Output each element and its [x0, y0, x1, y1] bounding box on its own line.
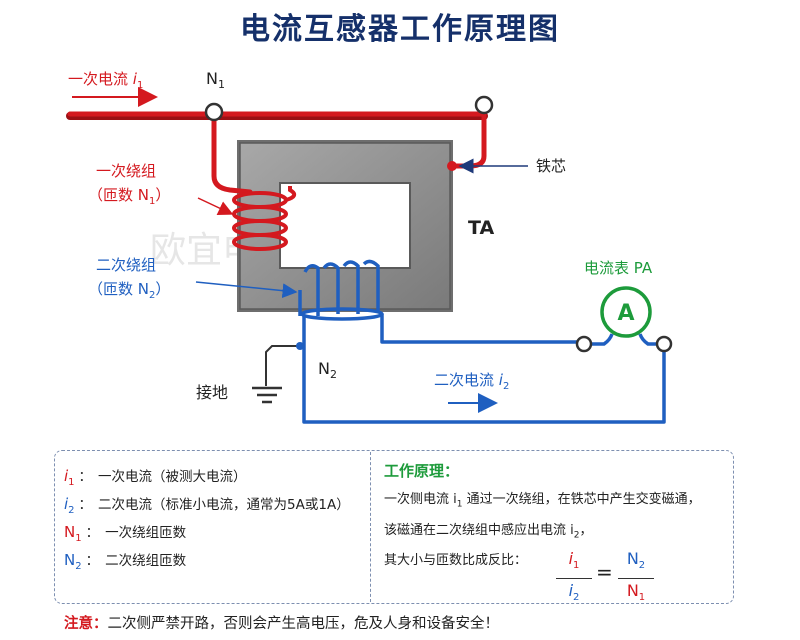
ammeter-symbol: A [617, 301, 634, 326]
legend-symbol: N2 [64, 551, 82, 572]
n1-terminal [204, 102, 224, 122]
legend-text: 二次绕组匝数 [105, 553, 187, 569]
core-label: 铁芯 [536, 157, 566, 175]
legend-row-i1: i1：一次电流（被测大电流） [64, 467, 247, 488]
legend-symbol: N1 [64, 523, 82, 544]
ammeter-label: 电流表 PA [584, 259, 653, 277]
legend-text: 一次绕组匝数 [105, 525, 187, 541]
working-principle: 工作原理： 一次侧电流 i1 通过一次绕组，在铁芯中产生交变磁通， 该磁通在二次… [384, 460, 734, 574]
ammeter-terminal-right [655, 335, 673, 353]
secondary-winding-pointer [195, 281, 298, 299]
warning-text: 二次侧严禁开路，否则会产生高电压，危及人身和设备安全！ [107, 616, 500, 632]
primary-winding-label: 一次绕组 [96, 162, 156, 180]
primary-current-label: 一次电流 i1 [68, 70, 143, 91]
secondary-current-label: 二次电流 i2 [434, 371, 509, 392]
principle-line-1: 一次侧电流 i1 通过一次绕组，在铁芯中产生交变磁通， [384, 492, 701, 510]
primary-winding-turns: （匝数 N1） [88, 186, 170, 207]
page-title: 电流互感器工作原理图 [240, 12, 560, 47]
secondary-coil [298, 259, 384, 321]
safety-warning: 注意：二次侧严禁开路，否则会产生高电压，危及人身和设备安全！ [64, 612, 499, 633]
legend-text: 二次电流（标准小电流，通常为5A或1A） [98, 497, 350, 513]
legend-row-n1: N1：一次绕组匝数 [64, 523, 187, 544]
ground-connection [252, 342, 304, 404]
ammeter-terminal-left [575, 335, 593, 353]
ground-label: 接地 [196, 383, 228, 402]
current-ratio-fraction: i1 i2 [556, 548, 592, 609]
primary-winding-pointer [197, 197, 234, 216]
principle-title: 工作原理： [384, 462, 460, 480]
legend-row-i2: i2：二次电流（标准小电流，通常为5A或1A） [64, 495, 350, 516]
ratio-formula: i1 i2 = N2 N1 [556, 548, 756, 604]
legend-symbol: i1 [64, 467, 75, 488]
ammeter [600, 286, 652, 338]
legend-divider [370, 452, 371, 602]
primary-terminal-right [474, 95, 494, 115]
primary-conductor [66, 109, 488, 195]
equals-sign: = [596, 560, 613, 584]
symbol-legend: i1：一次电流（被测大电流） i2：二次电流（标准小电流，通常为5A或1A） N… [64, 462, 364, 574]
legend-symbol: i2 [64, 495, 75, 516]
principle-line-2: 该磁通在二次绕组中感应出电流 i2， [384, 522, 593, 541]
secondary-wiring [302, 314, 666, 424]
secondary-winding-label: 二次绕组 [96, 256, 156, 274]
legend-row-n2: N2：二次绕组匝数 [64, 551, 187, 572]
n1-label: N1 [206, 69, 225, 91]
legend-box [54, 450, 734, 604]
principle-line-3: 其大小与匝数比成反比： [384, 553, 528, 569]
secondary-winding-turns: （匝数 N2） [88, 280, 170, 301]
warning-label: 注意： [64, 616, 108, 632]
legend-text: 一次电流（被测大电流） [98, 469, 247, 485]
turns-ratio-fraction: N2 N1 [618, 548, 654, 609]
iron-core [237, 140, 453, 312]
ta-label: TA [468, 217, 494, 239]
primary-coil [232, 186, 297, 251]
n2-label: N2 [318, 359, 337, 381]
